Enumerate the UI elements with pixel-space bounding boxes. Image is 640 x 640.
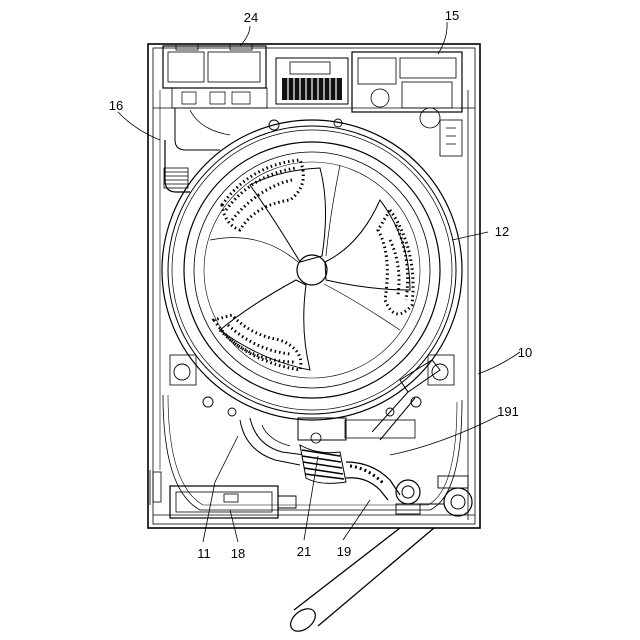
supply-hose <box>164 108 230 192</box>
label-11: 11 <box>197 546 211 561</box>
control-unit <box>352 52 462 156</box>
label-24: 24 <box>244 10 258 25</box>
label-18: 18 <box>231 546 245 561</box>
base-filter <box>150 470 296 518</box>
top-radiator <box>276 58 348 104</box>
label-191: 191 <box>497 404 519 419</box>
label-15: 15 <box>445 8 459 23</box>
outer-tub <box>162 120 462 420</box>
tub-bolts <box>170 119 454 416</box>
label-19: 19 <box>337 544 351 559</box>
label-12: 12 <box>495 224 509 239</box>
label-16: 16 <box>109 98 123 113</box>
drain-bellows <box>300 445 346 483</box>
detergent-box <box>163 44 267 108</box>
label-21: 21 <box>297 544 311 559</box>
drain-hose <box>346 462 420 514</box>
drum <box>184 142 440 398</box>
label-10: 10 <box>518 345 532 360</box>
